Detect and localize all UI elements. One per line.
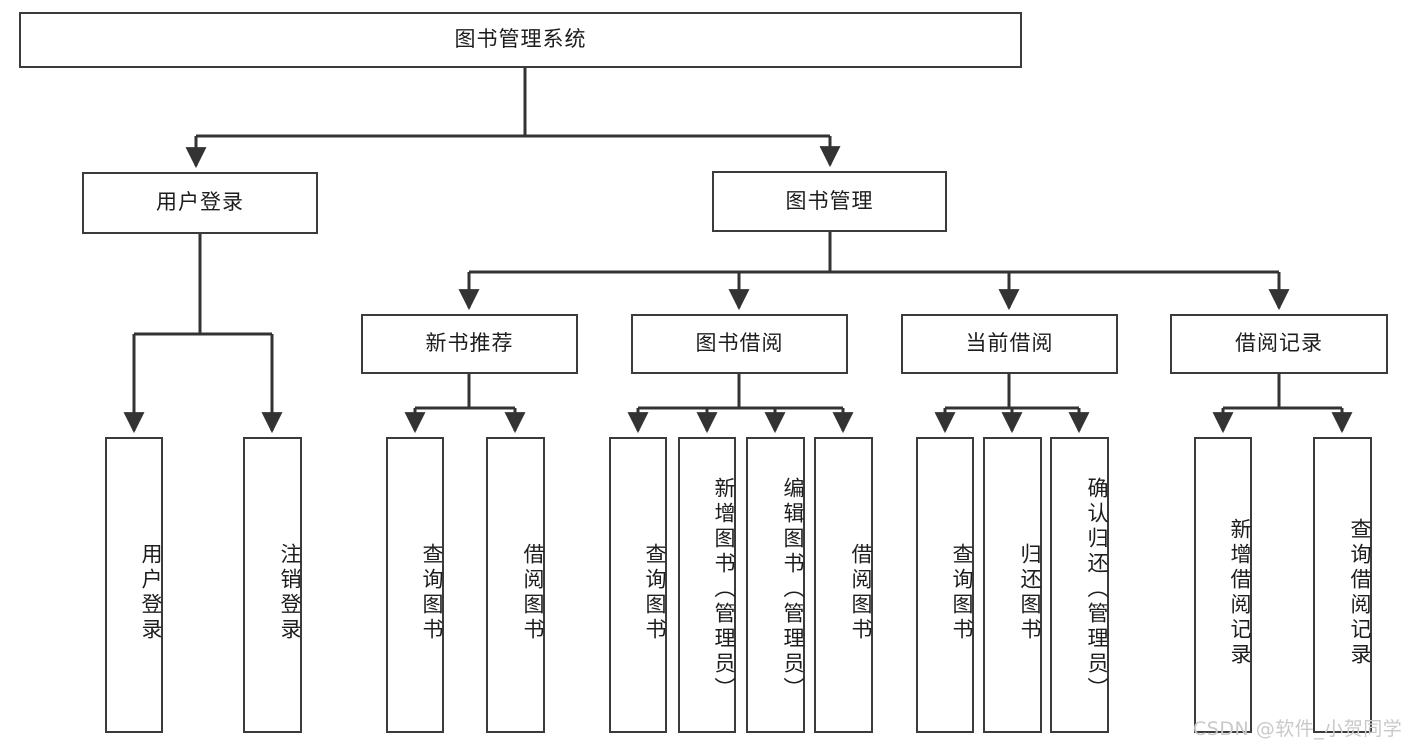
- leaf-query-book-2[interactable]: 查询图书: [609, 437, 667, 733]
- node-book-borrow-label: 图书借阅: [695, 331, 784, 356]
- node-root-label: 图书管理系统: [454, 27, 587, 52]
- leaf-query-book-1-label: 查询图书: [420, 543, 444, 643]
- leaf-add-record[interactable]: 新增借阅记录: [1194, 437, 1252, 733]
- node-book-borrow[interactable]: 图书借阅: [631, 314, 848, 374]
- leaf-return-book[interactable]: 归还图书: [983, 437, 1042, 733]
- leaf-add-book[interactable]: 新增图书（管理员）: [678, 437, 736, 733]
- leaf-user-login[interactable]: 用户登录: [105, 437, 163, 733]
- leaf-edit-book-label: 编辑图书（管理员）: [781, 476, 805, 702]
- leaf-logout-label: 注销登录: [278, 543, 302, 643]
- leaf-borrow-book-2-label: 借阅图书: [849, 543, 873, 643]
- leaf-query-record-label: 查询借阅记录: [1348, 518, 1372, 668]
- csdn-watermark: CSDN @软件_小贺同学: [1193, 718, 1403, 740]
- node-user-login[interactable]: 用户登录: [82, 172, 318, 234]
- node-user-login-label: 用户登录: [156, 190, 244, 215]
- leaf-logout[interactable]: 注销登录: [243, 437, 302, 733]
- node-root[interactable]: 图书管理系统: [19, 12, 1022, 68]
- node-new-book-rec[interactable]: 新书推荐: [361, 314, 578, 374]
- leaf-borrow-book-1-label: 借阅图书: [521, 543, 545, 643]
- leaf-query-book-2-label: 查询图书: [643, 543, 667, 643]
- node-book-manage-label: 图书管理: [785, 188, 874, 213]
- leaf-confirm-return-label: 确认归还（管理员）: [1085, 476, 1109, 702]
- leaf-confirm-return[interactable]: 确认归还（管理员）: [1050, 437, 1109, 733]
- leaf-query-record[interactable]: 查询借阅记录: [1313, 437, 1372, 733]
- node-current-borrow[interactable]: 当前借阅: [901, 314, 1118, 374]
- leaf-query-book-3[interactable]: 查询图书: [916, 437, 974, 733]
- leaf-edit-book[interactable]: 编辑图书（管理员）: [746, 437, 805, 733]
- leaf-add-book-label: 新增图书（管理员）: [712, 476, 736, 702]
- node-borrow-record[interactable]: 借阅记录: [1170, 314, 1388, 374]
- leaf-query-book-3-label: 查询图书: [950, 543, 974, 643]
- leaf-user-login-label: 用户登录: [139, 543, 163, 643]
- leaf-add-record-label: 新增借阅记录: [1228, 518, 1252, 668]
- leaf-return-book-label: 归还图书: [1018, 543, 1042, 643]
- leaf-borrow-book-1[interactable]: 借阅图书: [486, 437, 545, 733]
- leaf-query-book-1[interactable]: 查询图书: [386, 437, 444, 733]
- node-current-borrow-label: 当前借阅: [965, 331, 1054, 356]
- node-borrow-record-label: 借阅记录: [1235, 331, 1323, 356]
- node-book-manage[interactable]: 图书管理: [712, 171, 947, 232]
- node-new-book-rec-label: 新书推荐: [425, 331, 514, 356]
- leaf-borrow-book-2[interactable]: 借阅图书: [814, 437, 873, 733]
